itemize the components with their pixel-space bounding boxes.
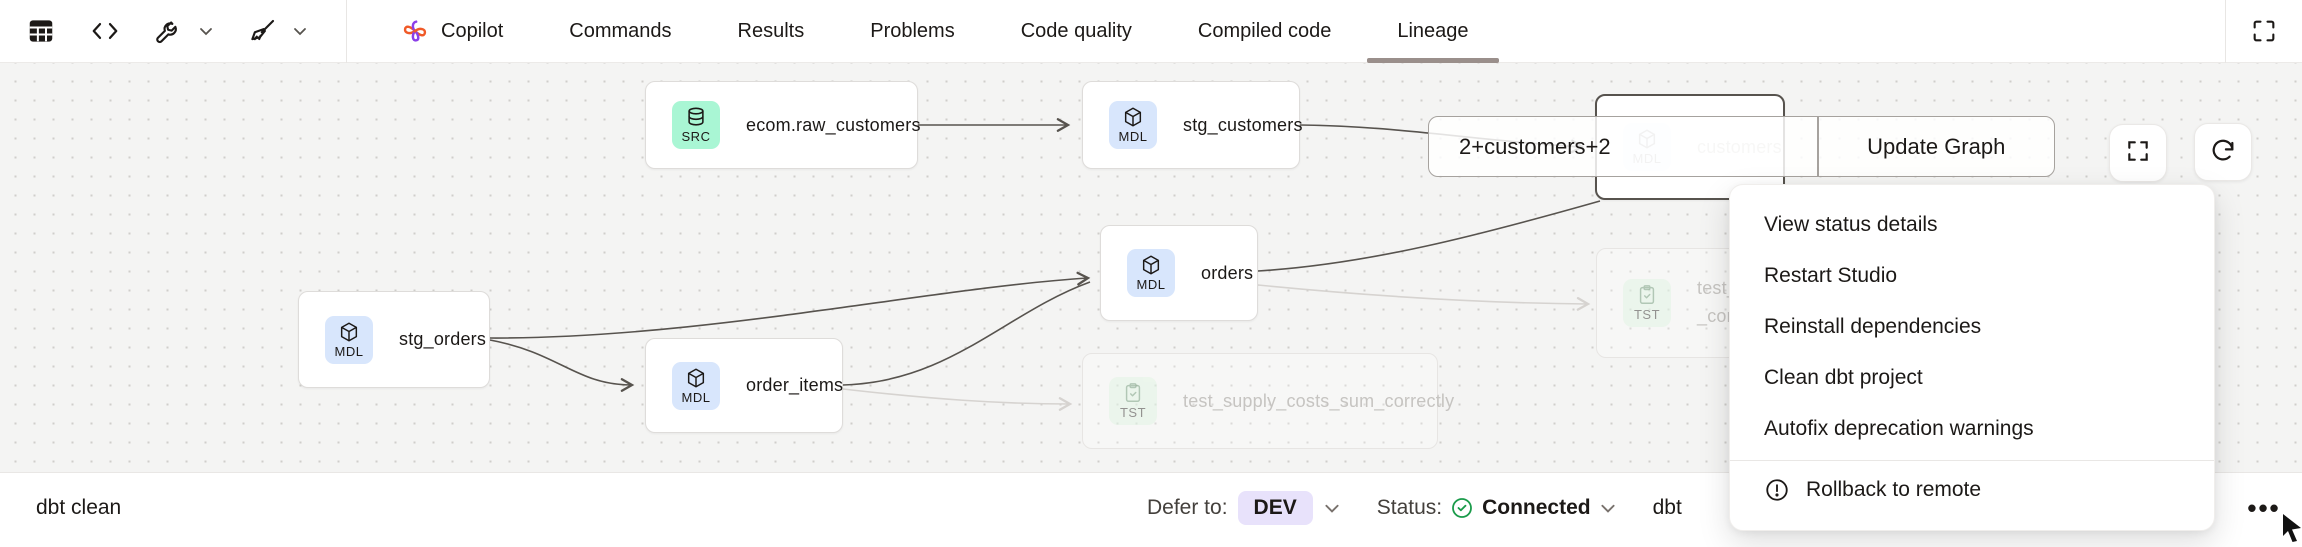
tab-label: Commands: [569, 19, 672, 42]
check-circle-icon: [1450, 496, 1474, 520]
tab-compiled-code[interactable]: Compiled code: [1198, 0, 1331, 63]
node-label: order_items: [746, 375, 844, 395]
tab-results[interactable]: Results: [738, 0, 805, 63]
refresh-icon: [2209, 136, 2237, 169]
node-label: orders: [1201, 262, 1254, 283]
partial-command-text: dbt: [1652, 496, 1682, 519]
badge-label: MDL: [334, 343, 364, 359]
menu-item-rollback-to-remote[interactable]: Rollback to remote: [1730, 465, 2214, 516]
menu-item-label: View status details: [1764, 212, 1938, 236]
toolbar-divider: [346, 0, 347, 63]
defer-env-badge[interactable]: DEV: [1237, 491, 1313, 525]
tab-problems[interactable]: Problems: [870, 0, 954, 63]
cube-icon: [1122, 106, 1144, 128]
lineage-node-orders[interactable]: MDL orders: [1100, 225, 1258, 321]
menu-item-clean-dbt-project[interactable]: Clean dbt project: [1730, 352, 2214, 403]
tab-label: Problems: [870, 19, 955, 42]
editor-tabs: Copilot Commands Results Problems Code quali…: [401, 0, 1499, 63]
src-badge: SRC: [672, 101, 720, 149]
menu-item-label: Reinstall dependencies: [1764, 314, 1982, 338]
top-toolbar: Copilot Commands Results Problems Code quali…: [0, 0, 2302, 63]
fit-view-button[interactable]: [2109, 124, 2167, 182]
tab-code-quality[interactable]: Code quality: [1021, 0, 1132, 63]
tst-badge: TST: [1109, 377, 1157, 425]
badge-label: TST: [1119, 405, 1147, 420]
cube-icon: [1140, 254, 1162, 276]
alert-circle-icon: [1764, 477, 1790, 503]
cube-icon: [685, 367, 707, 389]
code-icon[interactable]: [90, 16, 120, 46]
toolbar-divider: [2225, 0, 2226, 63]
lineage-search-input[interactable]: [1429, 117, 1817, 176]
broom-icon[interactable]: [248, 16, 278, 46]
database-icon: [685, 106, 707, 128]
wrench-icon[interactable]: [154, 16, 184, 46]
node-label: test_supply_costs_sum_correctly: [1183, 390, 1455, 411]
mdl-badge: MDL: [325, 315, 373, 364]
chevron-down-icon[interactable]: [198, 23, 214, 39]
lineage-node-stg_orders[interactable]: MDL stg_orders: [298, 291, 490, 388]
node-label: stg_customers: [1183, 114, 1303, 135]
more-options-button[interactable]: •••: [2247, 492, 2281, 523]
tab-label: Compiled code: [1197, 19, 1332, 42]
badge-label: MDL: [1118, 129, 1148, 144]
fullscreen-icon: [2125, 138, 2151, 169]
chevron-down-icon: [1599, 499, 1617, 517]
chevron-down-icon[interactable]: [292, 23, 308, 39]
tab-copilot[interactable]: Copilot: [401, 0, 503, 63]
menu-item-label: Rollback to remote: [1806, 478, 1982, 502]
searchbar-divider: [1817, 116, 1819, 177]
node-label: stg_orders: [399, 329, 487, 349]
lineage-node-order_items[interactable]: MDL order_items: [645, 338, 843, 433]
defer-label: Defer to:: [1147, 496, 1228, 519]
menu-item-label: Restart Studio: [1764, 263, 1898, 287]
status-value: Connected: [1482, 496, 1591, 519]
mdl-badge: MDL: [1127, 249, 1175, 297]
connection-status[interactable]: Status: Connected: [1377, 496, 1617, 520]
tab-label: Copilot: [441, 19, 504, 42]
lineage-node-raw_customers[interactable]: SRC ecom.raw_customers: [645, 81, 921, 169]
menu-item-label: Clean dbt project: [1764, 365, 1923, 389]
update-graph-button[interactable]: Update Graph: [1867, 133, 2006, 159]
tab-commands[interactable]: Commands: [569, 0, 671, 63]
badge-label: MDL: [681, 389, 711, 405]
lineage-edges: [489, 118, 1601, 411]
cube-icon: [338, 321, 360, 343]
badge-label: SRC: [681, 129, 711, 144]
badge-label: MDL: [1136, 277, 1166, 292]
tst-badge: TST: [1623, 279, 1671, 327]
chevron-down-icon[interactable]: [1323, 499, 1341, 517]
mdl-badge: MDL: [1109, 101, 1157, 149]
node-label: ecom.raw_customers: [746, 114, 921, 135]
refresh-button[interactable]: [2194, 123, 2252, 181]
tab-label: Code quality: [1020, 19, 1132, 42]
lineage-search-bar: Update Graph: [1428, 116, 2055, 177]
menu-item-reinstall-dependencies[interactable]: Reinstall dependencies: [1730, 301, 2214, 352]
menu-item-label: Autofix deprecation warnings: [1764, 416, 2034, 440]
menu-item-view-status-details[interactable]: View status details: [1730, 199, 2214, 250]
tab-lineage[interactable]: Lineage: [1367, 0, 1499, 63]
table-icon[interactable]: [26, 16, 56, 46]
menu-item-autofix-deprecation-warnings[interactable]: Autofix deprecation warnings: [1730, 403, 2214, 454]
copilot-icon: [401, 17, 429, 45]
fullscreen-icon[interactable]: [2226, 17, 2302, 45]
mouse-cursor: [2281, 514, 2302, 547]
command-text: dbt clean: [36, 495, 122, 519]
menu-divider: [1730, 460, 2214, 461]
clipboard-check-icon: [1636, 284, 1658, 306]
tab-label: Lineage: [1397, 19, 1469, 42]
badge-label: TST: [1633, 307, 1661, 322]
lineage-node-test_supply[interactable]: TST test_supply_costs_sum_correctly: [1082, 353, 1454, 449]
mdl-badge: MDL: [672, 361, 720, 410]
menu-item-restart-studio[interactable]: Restart Studio: [1730, 250, 2214, 301]
status-label: Status:: [1376, 496, 1443, 519]
clipboard-check-icon: [1122, 382, 1144, 404]
tab-label: Results: [737, 19, 805, 42]
lineage-node-stg_customers[interactable]: MDL stg_customers: [1082, 81, 1303, 169]
